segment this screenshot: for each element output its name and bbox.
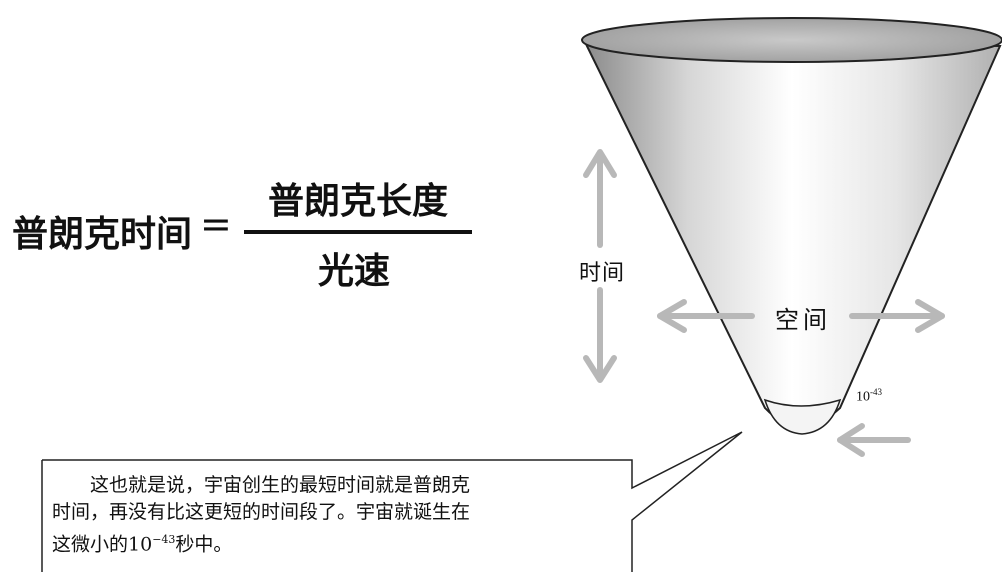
space-label: 空间 [775, 306, 831, 334]
time-label: 时间 [579, 261, 626, 286]
callout-box [41, 431, 743, 572]
space-arrow [657, 299, 945, 333]
callout-text: 这也就是说，宇宙创生的最短时间就是普朗克 时间，再没有比这更短的时间段了。宇宙就… [52, 472, 630, 558]
cone-tip-cap [763, 398, 842, 435]
formula-numerator: 普朗克长度 [268, 181, 449, 222]
formula-denominator: 光速 [318, 251, 391, 292]
fraction-bar [244, 230, 472, 234]
cone-top [581, 17, 1002, 63]
callout-line-3: 这微小的10−43秒中。 [52, 533, 233, 556]
tip-exponent: -43 [870, 387, 882, 397]
callout-line-2: 时间，再没有比这更短的时间段了。宇宙就诞生在 [52, 501, 471, 523]
formula-equals: = [200, 202, 232, 246]
tip-pointer-arrow [837, 423, 911, 457]
time-arrow [583, 149, 617, 383]
formula-planck-time: 普朗克时间 [12, 214, 193, 255]
callout-line-1: 这也就是说，宇宙创生的最短时间就是普朗克 [90, 474, 471, 496]
tip-label: 10-43 [856, 387, 882, 406]
tip-base: 10 [856, 389, 870, 405]
cone-body [582, 38, 1002, 428]
